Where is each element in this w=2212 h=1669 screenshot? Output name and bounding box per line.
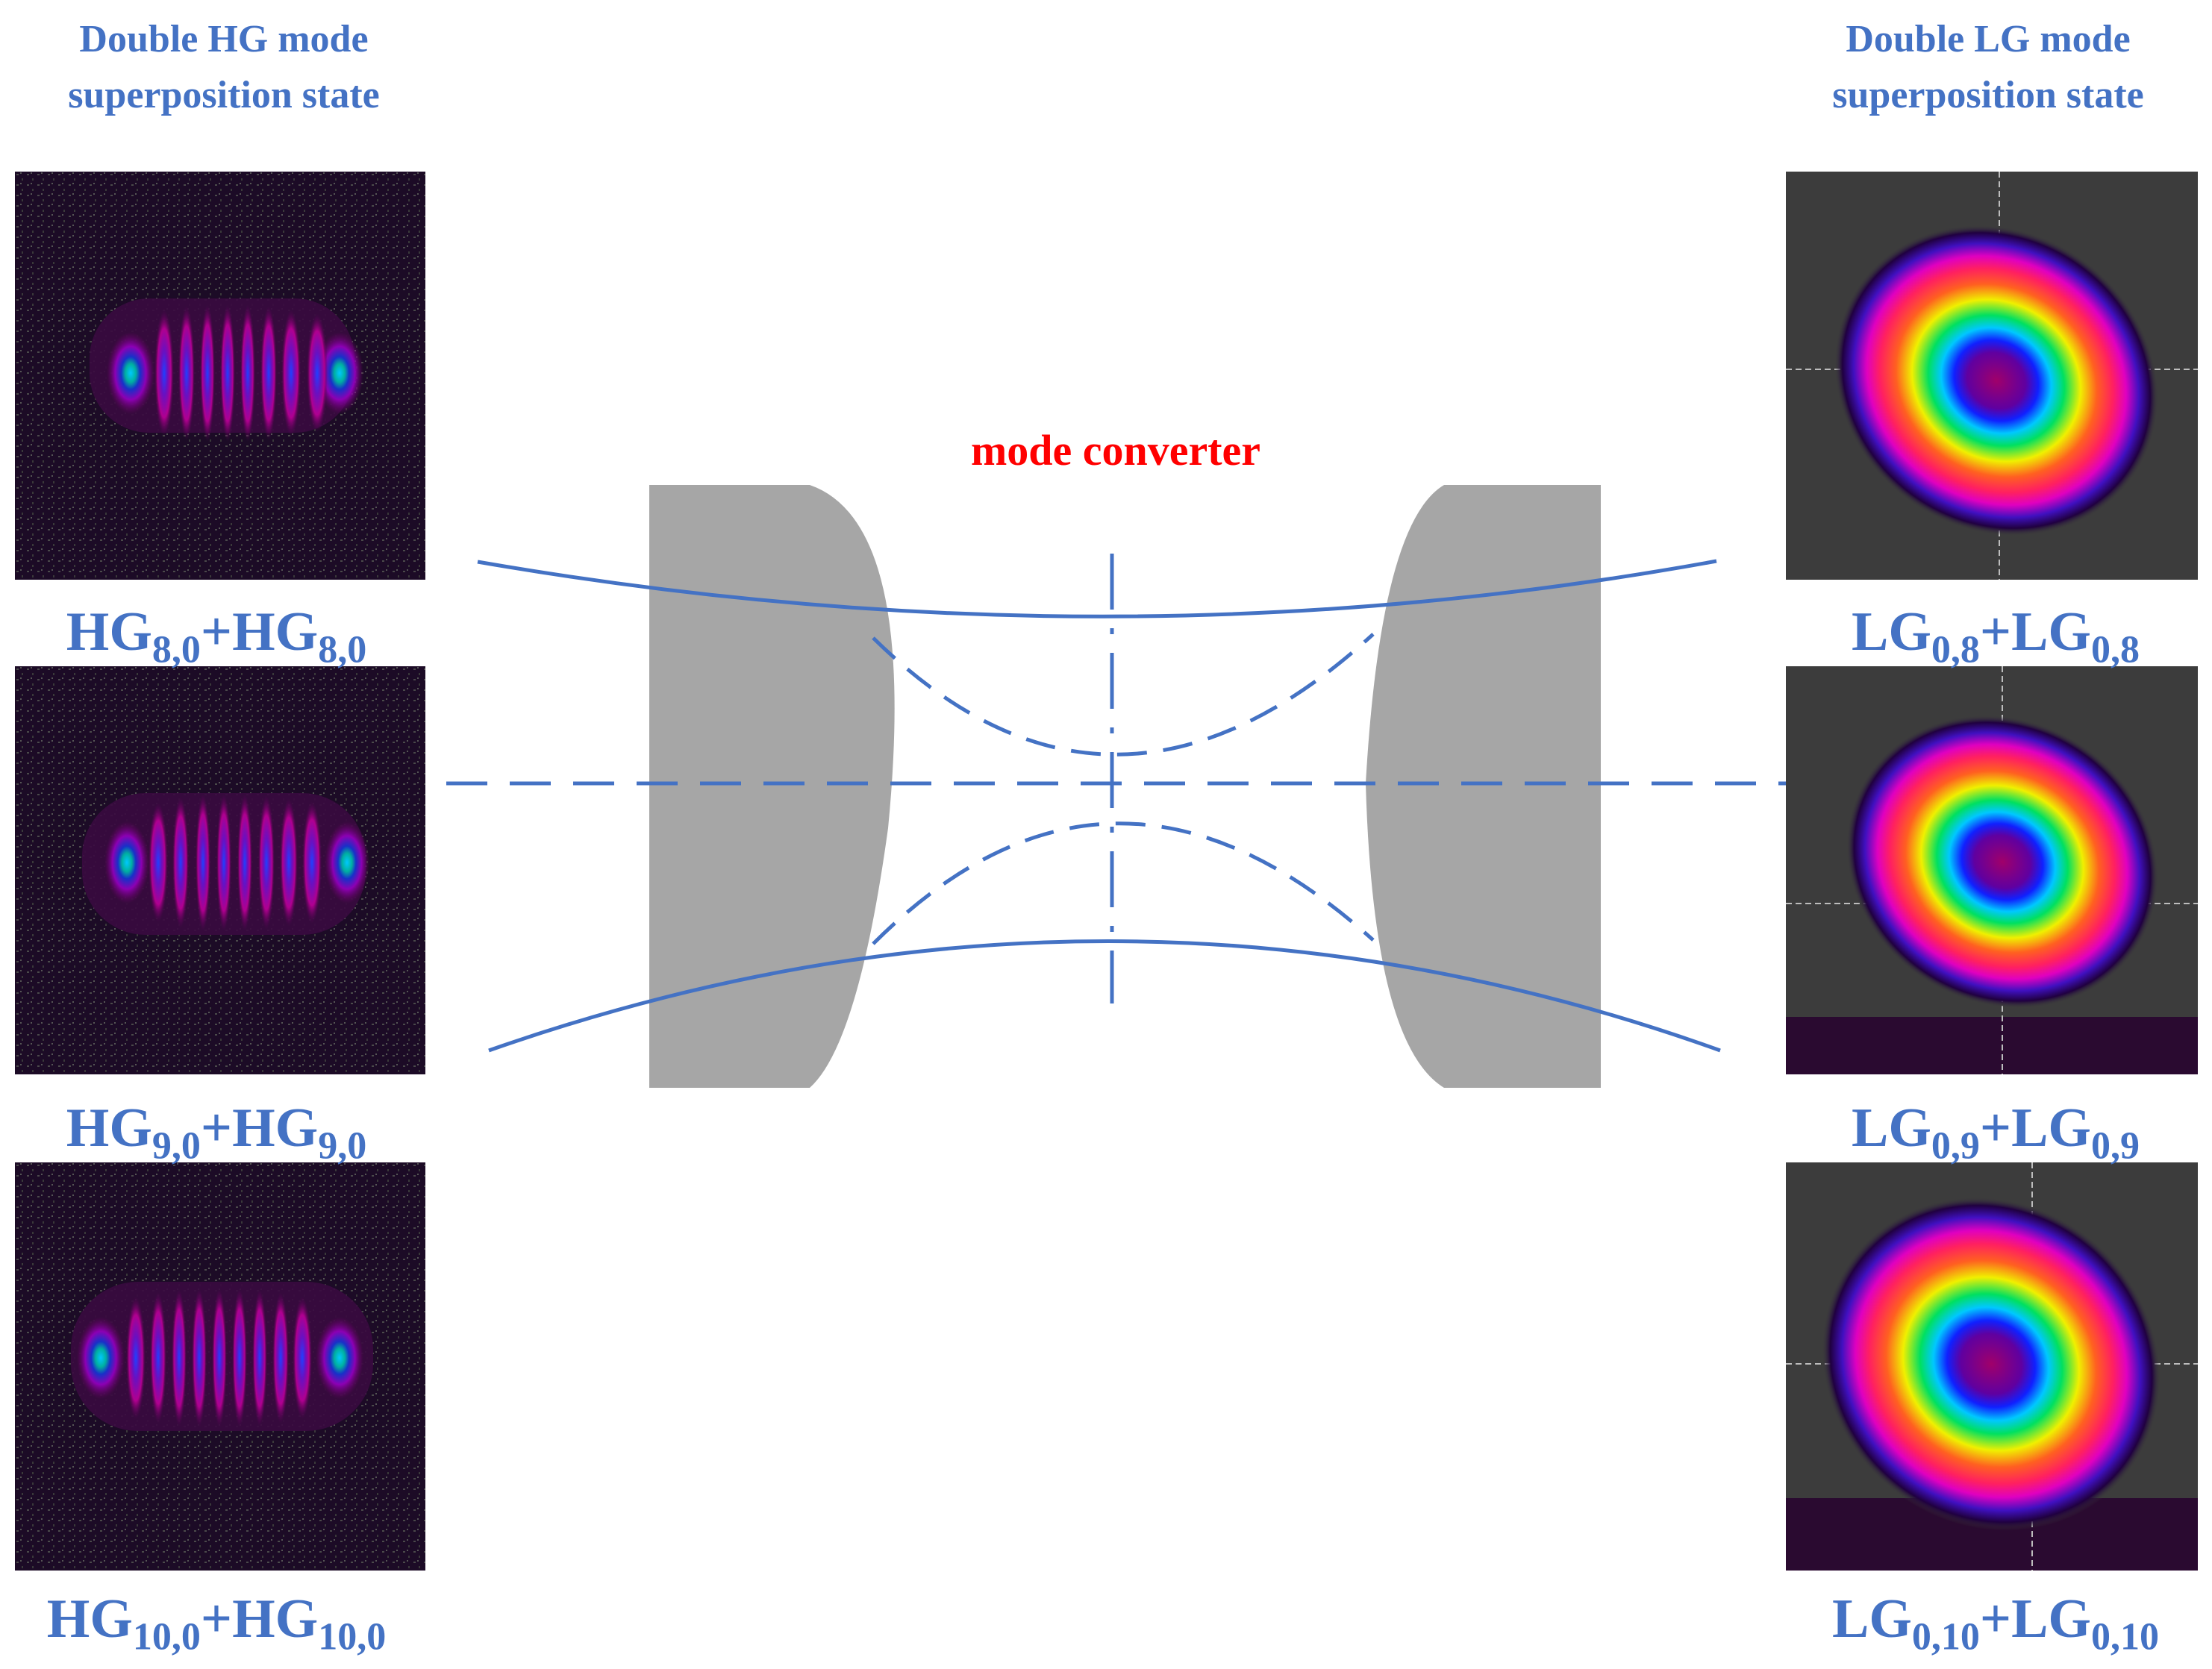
lg-0-9-plus: + (1979, 1097, 2012, 1159)
lg-0-9-name-a: LG (1851, 1097, 1931, 1159)
hg-8-0-label: HG8,0+HG8,0 (0, 601, 440, 672)
hg-8-0-name-b: HG (232, 601, 319, 663)
lg-0-8-plus: + (1979, 601, 2012, 663)
hg-10-0-sub-a: 10,0 (132, 1615, 201, 1659)
lg-0-10-sub-a: 0,10 (1911, 1615, 1980, 1659)
mode-converter-label: mode converter (970, 426, 1261, 475)
hg-8-0-name-a: HG (66, 601, 152, 663)
lg-0-10-plus: + (1979, 1588, 2012, 1650)
lg-0-9-beam-image (1786, 666, 2198, 1074)
hg-9-0-sub-b: 9,0 (318, 1124, 367, 1168)
hg-10-0-name-b: HG (232, 1588, 319, 1650)
lg-0-10-sub-b: 0,10 (2091, 1615, 2159, 1659)
lg-0-8-sub-b: 0,8 (2091, 628, 2140, 671)
hg-8-0-plus: + (200, 601, 233, 663)
lg-0-8-beam-image (1786, 172, 2198, 580)
hg-heading-line-1: Double HG mode (79, 18, 369, 60)
hg-9-0-plus: + (200, 1097, 233, 1159)
beam-envelope-upper (477, 559, 1717, 619)
lg-0-10-name-b: LG (2011, 1588, 2091, 1650)
hg-9-0-sub-a: 9,0 (151, 1124, 201, 1168)
lg-0-8-name-a: LG (1851, 601, 1931, 663)
hg-10-0-plus: + (200, 1588, 233, 1650)
lg-0-9-sub-a: 0,9 (1931, 1124, 1980, 1168)
right-lens (1366, 485, 1601, 1088)
hg-column-heading: Double HG mode superposition state (0, 11, 448, 123)
inner-waist-lower (872, 821, 1375, 945)
hg-10-0-label: HG10,0+HG10,0 (0, 1588, 440, 1659)
lg-heading-line-2: superposition state (1832, 74, 2144, 116)
hg-9-0-label: HG9,0+HG9,0 (0, 1097, 440, 1168)
hg-8-0-beam-image (15, 172, 425, 580)
lg-0-9-sub-b: 0,9 (2091, 1124, 2140, 1168)
lg-0-9-label: LG0,9+LG0,9 (1772, 1097, 2212, 1168)
hg-9-0-beam-image (15, 666, 425, 1074)
lg-0-8-sub-a: 0,8 (1931, 628, 1980, 671)
hg-9-0-name-b: HG (232, 1097, 319, 1159)
hg-8-0-sub-b: 8,0 (318, 628, 367, 671)
hg-8-0-sub-a: 8,0 (151, 628, 201, 671)
hg-heading-line-2: superposition state (68, 74, 380, 116)
beam-envelope-lower (488, 939, 1721, 1053)
lg-0-8-name-b: LG (2011, 601, 2091, 663)
lg-0-10-label: LG0,10+LG0,10 (1772, 1588, 2212, 1659)
left-lens (649, 485, 895, 1088)
inner-waist-upper (872, 633, 1375, 757)
lg-heading-line-1: Double LG mode (1846, 18, 2131, 60)
lg-column-heading: Double LG mode superposition state (1764, 11, 2212, 123)
hg-9-0-name-a: HG (66, 1097, 152, 1159)
hg-10-0-beam-image (15, 1162, 425, 1571)
lg-0-10-name-a: LG (1831, 1588, 1912, 1650)
lg-0-9-name-b: LG (2011, 1097, 2091, 1159)
hg-10-0-sub-b: 10,0 (318, 1615, 387, 1659)
lg-0-10-beam-image (1786, 1162, 2198, 1571)
lg-0-8-label: LG0,8+LG0,8 (1772, 601, 2212, 672)
hg-10-0-name-a: HG (46, 1588, 133, 1650)
